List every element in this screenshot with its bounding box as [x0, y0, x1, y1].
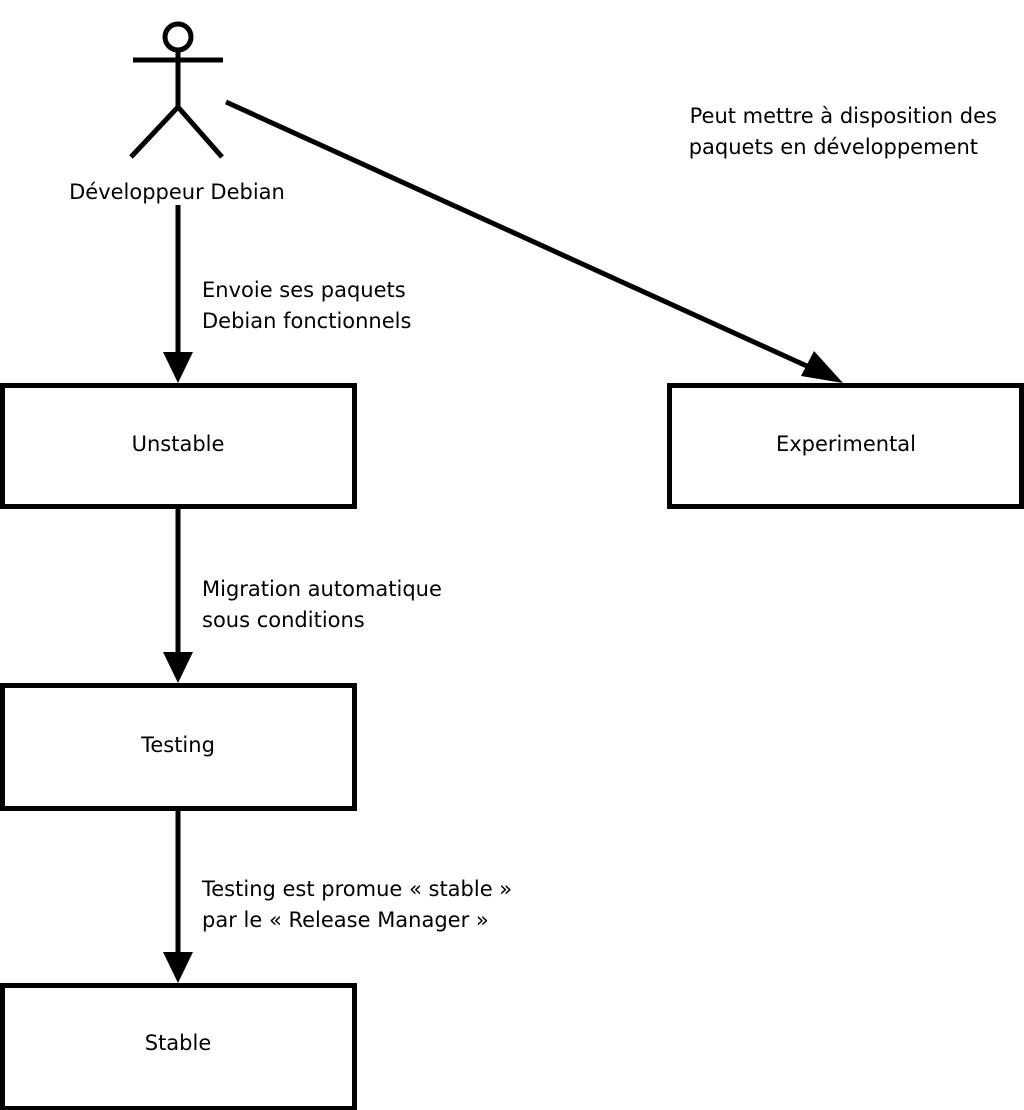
actor-leg-left-icon: [129, 105, 180, 159]
actor-head-icon: [162, 21, 194, 53]
edge-unstable-to-testing-label-line1: Migration automatique: [202, 577, 442, 601]
edge-actor-to-unstable: [163, 205, 193, 383]
edge-testing-to-stable-label-line1: Testing est promue « stable »: [201, 877, 512, 901]
edge-actor-to-experimental-line: [224, 99, 822, 375]
node-testing[interactable]: Testing: [0, 683, 357, 811]
node-testing-label: Testing: [140, 733, 215, 757]
node-experimental-label: Experimental: [776, 432, 916, 456]
edge-actor-to-unstable-arrowhead: [163, 352, 193, 383]
node-experimental[interactable]: Experimental: [667, 383, 1024, 509]
actor-leg-right-icon: [176, 105, 224, 159]
edge-actor-to-experimental: [224, 99, 843, 383]
node-experimental-box[interactable]: [667, 383, 1024, 509]
edge-testing-to-stable-arrowhead: [163, 952, 193, 983]
edge-actor-to-experimental-label-line1: Peut mettre à disposition des: [690, 104, 997, 128]
edge-unstable-to-testing-label-line2: sous conditions: [202, 608, 365, 632]
edge-actor-to-experimental-label-line2: paquets en développement: [689, 135, 978, 159]
edge-unstable-to-testing: [163, 508, 193, 683]
node-stable[interactable]: Stable: [0, 983, 357, 1110]
node-unstable-box[interactable]: [0, 383, 357, 509]
edge-actor-to-experimental-arrowhead: [801, 351, 843, 383]
actor-label: Développeur Debian: [69, 180, 285, 204]
node-unstable[interactable]: Unstable: [0, 383, 357, 509]
edge-actor-to-unstable-label-line1: Envoie ses paquets: [202, 278, 406, 302]
edge-testing-to-stable-label-line2: par le « Release Manager »: [202, 908, 489, 932]
edge-actor-to-unstable-label-line2: Debian fonctionnels: [202, 309, 411, 333]
stick-figure-actor-icon: [129, 21, 224, 159]
edge-testing-to-stable: [163, 810, 193, 983]
node-stable-label: Stable: [145, 1031, 212, 1055]
node-unstable-label: Unstable: [132, 432, 225, 456]
edge-unstable-to-testing-arrowhead: [163, 652, 193, 683]
node-stable-box[interactable]: [0, 983, 357, 1110]
node-testing-box[interactable]: [0, 683, 357, 811]
